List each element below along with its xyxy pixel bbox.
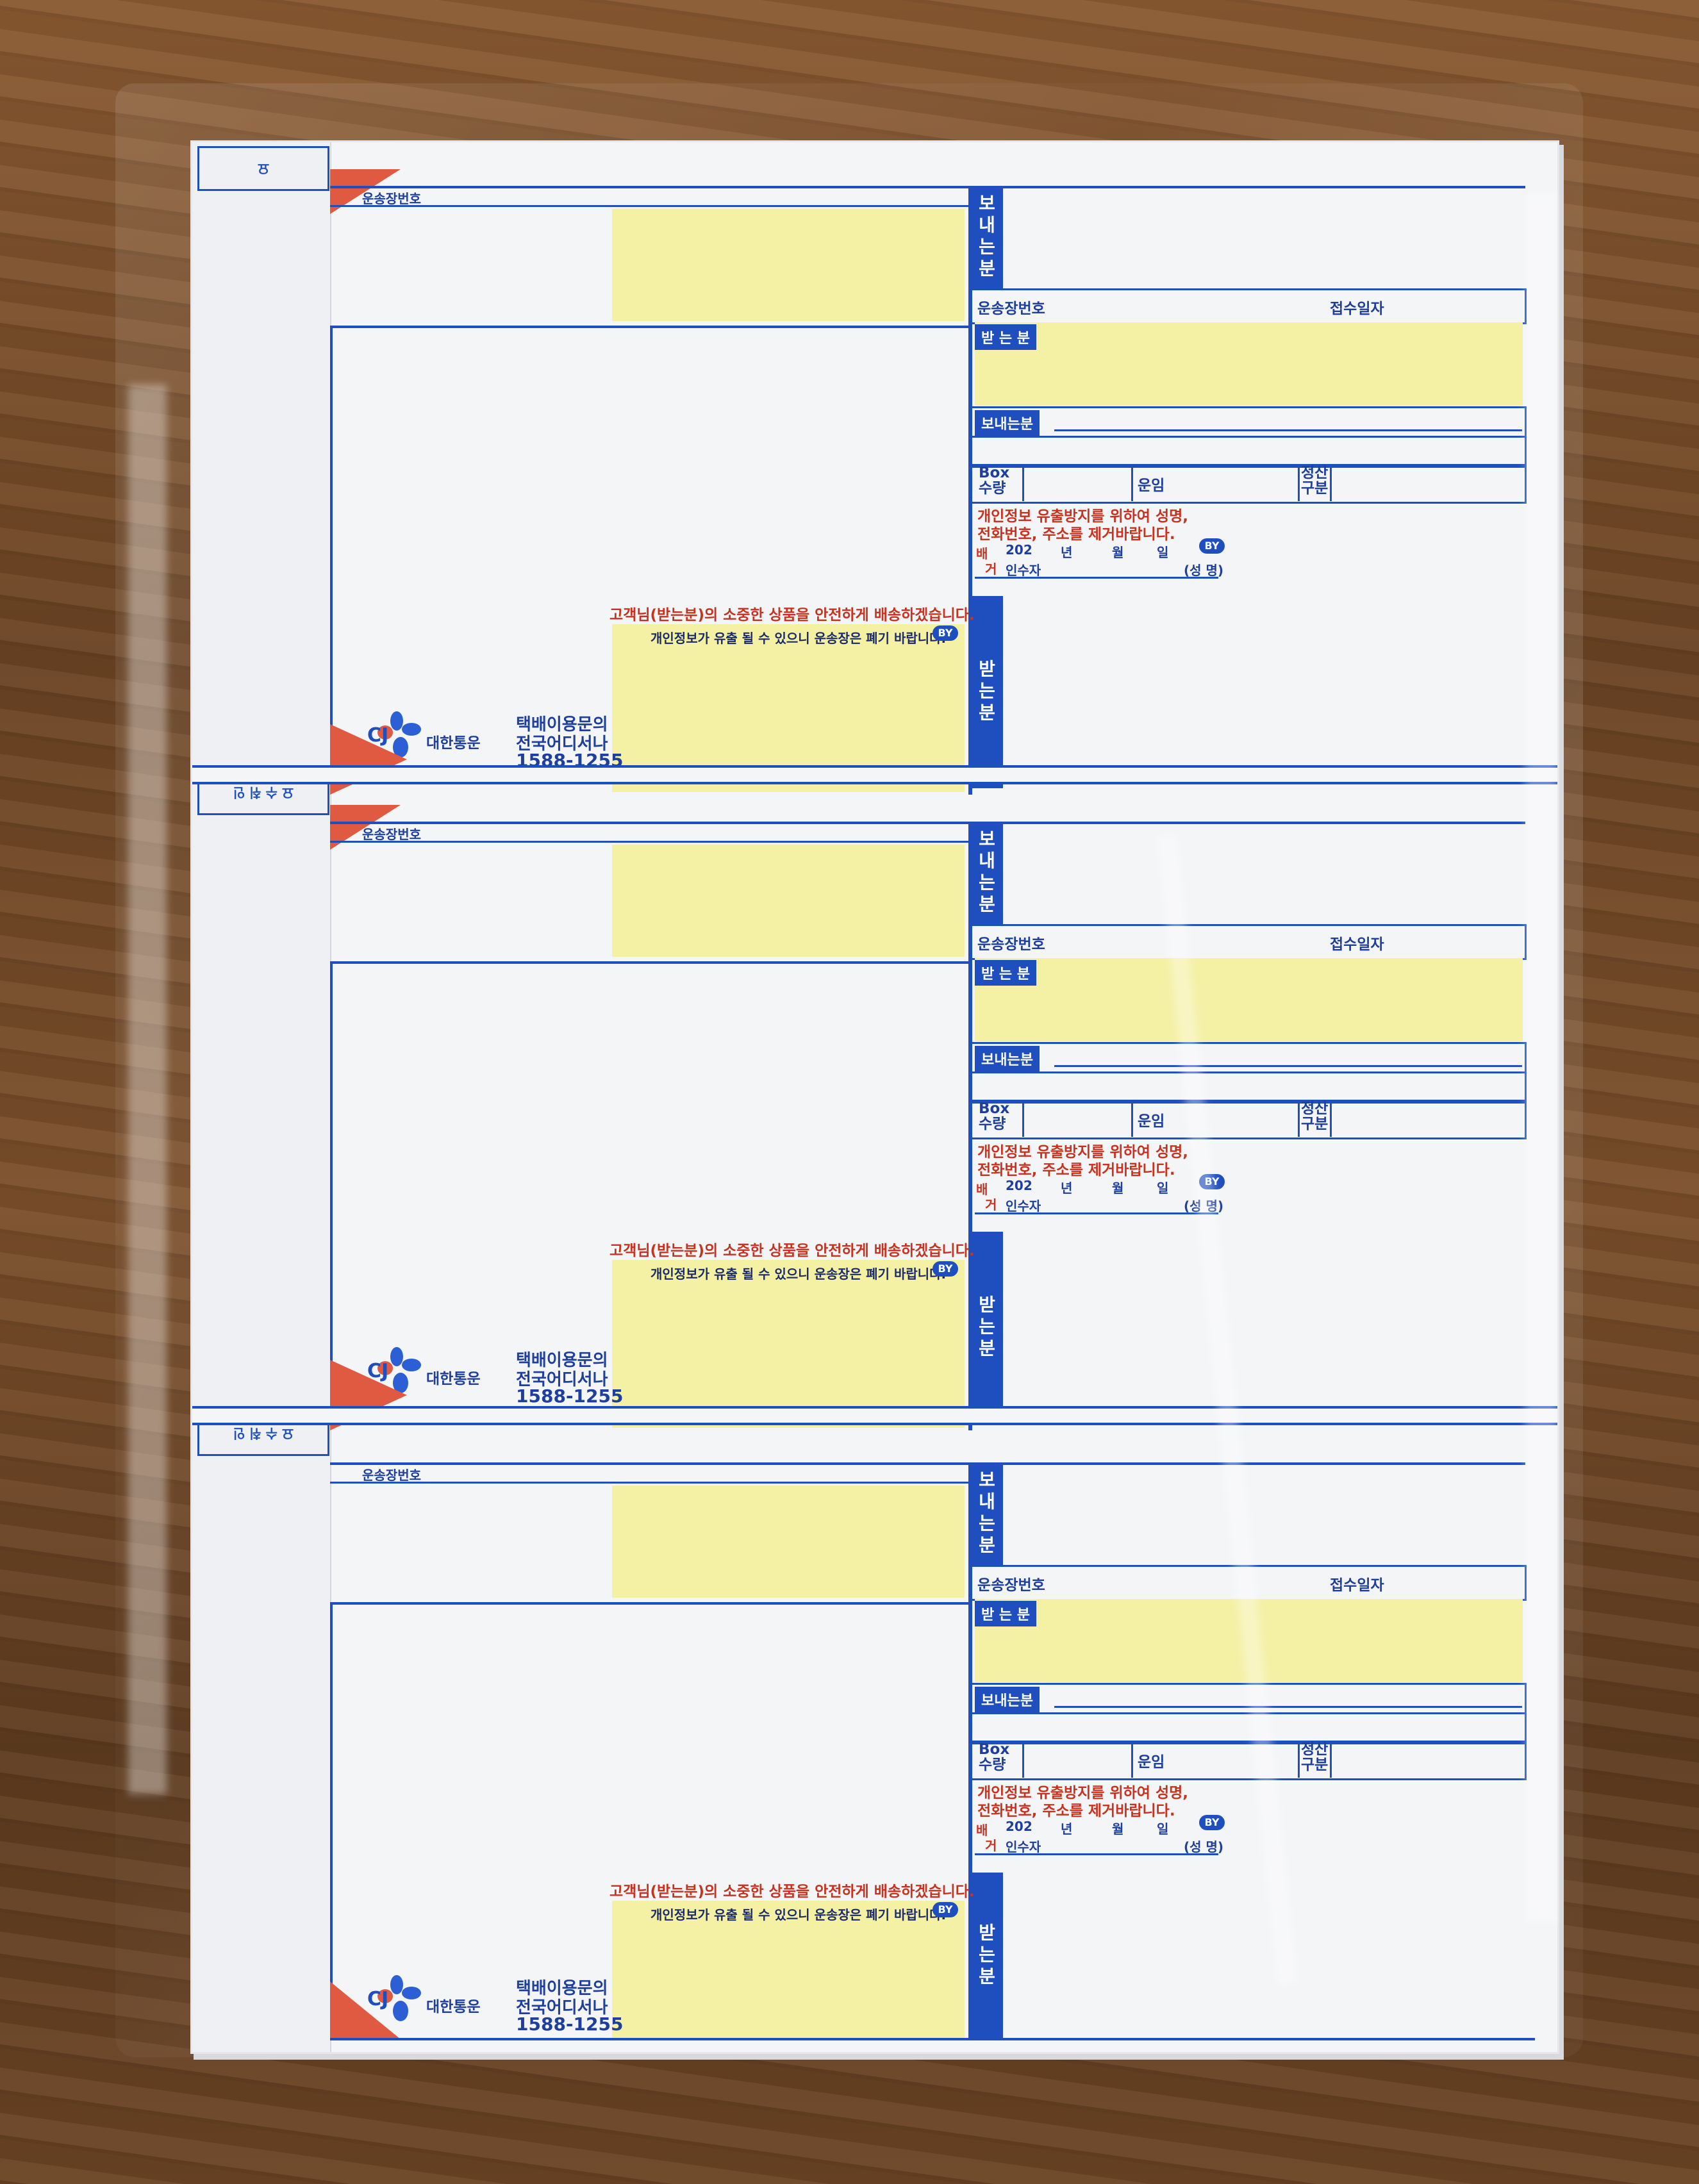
sender-row bbox=[972, 1683, 1527, 1744]
receiver-address-area[interactable] bbox=[975, 322, 1523, 406]
receiver-address-area[interactable] bbox=[975, 958, 1523, 1041]
waybill-number-area[interactable] bbox=[612, 1485, 965, 1598]
sender-pill: 보내는분 bbox=[975, 410, 1040, 436]
customer-message: 고객님(받는분)의 소중한 상품을 안전하게 배송하겠습니다. bbox=[609, 607, 975, 624]
receiver-info-area[interactable] bbox=[612, 624, 965, 792]
receiver-info-area[interactable] bbox=[612, 1901, 965, 2038]
privacy-notice-2: 전화번호, 주소를 제거바랍니다. bbox=[977, 526, 1175, 543]
privacy-notice-1: 개인정보 유출방지를 위하여 성명, bbox=[977, 508, 1188, 525]
waybill-sheet: 요 요 수 취 인 요 수 취 인 운송장번호 보내는분 운송장번호 접수일자 … bbox=[192, 142, 1557, 2052]
waybill-number-label: 운송장번호 bbox=[362, 191, 421, 206]
sender-vertical-strip: 보내는분 bbox=[968, 1462, 1003, 1565]
receiver-address-area[interactable] bbox=[975, 1599, 1523, 1682]
sender-row bbox=[972, 406, 1527, 468]
receipt-header-row bbox=[972, 288, 1527, 324]
sender-vertical-strip: 보내는분 bbox=[968, 822, 1003, 924]
waybill-number-area[interactable] bbox=[612, 209, 965, 321]
receiver-pill: 받 는 분 bbox=[975, 324, 1037, 350]
box-fare-row bbox=[972, 1100, 1527, 1139]
receiver-vertical-strip: 받는분 bbox=[968, 1873, 1003, 2039]
receipt-date-label: 접수일자 bbox=[1330, 301, 1384, 317]
waybill-number-label-right: 운송장번호 bbox=[977, 301, 1045, 317]
receipt-header-row bbox=[972, 924, 1527, 960]
receiver-info-area[interactable] bbox=[612, 1260, 965, 1428]
stub-tag-top: 요 bbox=[197, 146, 329, 191]
waybill-number-area[interactable] bbox=[612, 845, 965, 957]
left-stub: 요 요 수 취 인 요 수 취 인 bbox=[192, 142, 331, 2052]
box-fare-row bbox=[972, 464, 1527, 504]
tear-line-1 bbox=[192, 765, 1557, 784]
box-fare-row bbox=[972, 1741, 1527, 1780]
cj-logo-icon bbox=[369, 1347, 421, 1398]
sender-vertical-strip: 보내는분 bbox=[968, 186, 1003, 288]
waybill-number-label: 운송장번호 bbox=[362, 827, 421, 842]
tear-line-2 bbox=[192, 1406, 1557, 1425]
cj-logo-icon bbox=[369, 1975, 421, 2026]
sender-row bbox=[972, 1042, 1527, 1104]
cj-logo-icon bbox=[369, 711, 421, 763]
receiver-vertical-strip: 받는분 bbox=[968, 596, 1003, 788]
receiver-vertical-strip: 받는분 bbox=[968, 1232, 1003, 1424]
